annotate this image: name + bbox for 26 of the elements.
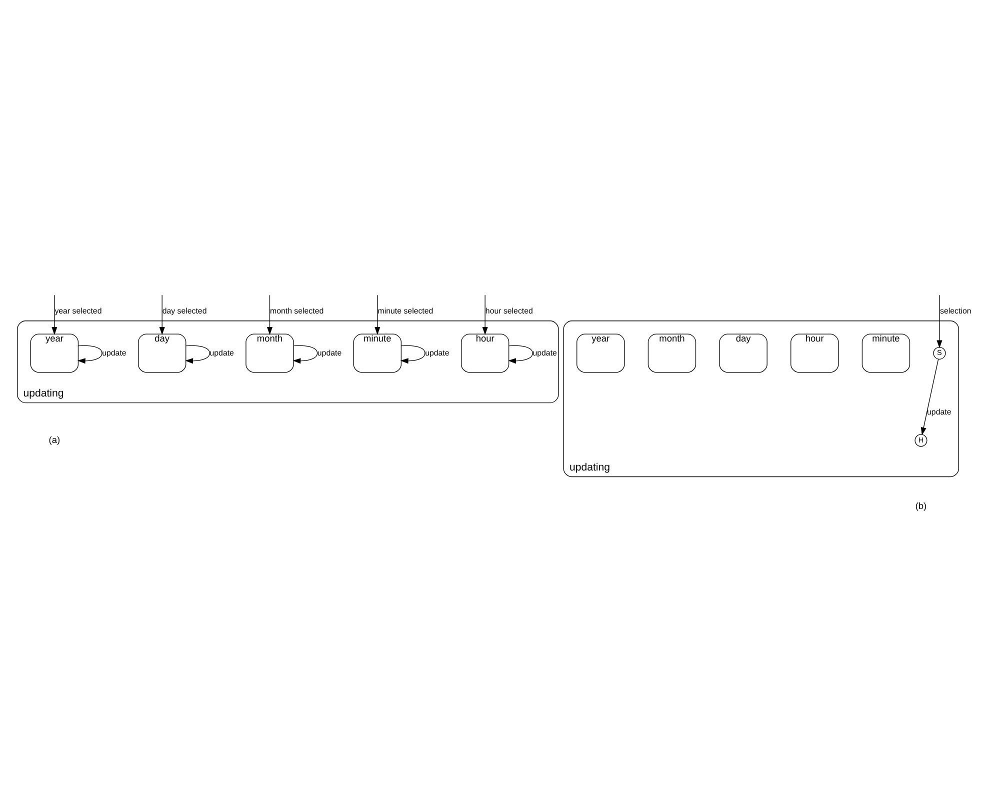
arrow: [77, 344, 102, 364]
arrow: [508, 344, 533, 364]
node-box: minute: [862, 333, 910, 372]
node-box: hour: [790, 333, 839, 372]
label: (b): [915, 500, 927, 510]
arrow: [400, 344, 426, 364]
node-box: month: [648, 333, 696, 372]
node-box: day: [719, 333, 768, 372]
arrow: [292, 344, 318, 364]
arrow: [920, 358, 939, 435]
node-box: year: [30, 333, 79, 372]
label: (a): [48, 434, 60, 444]
node-circle: S: [933, 346, 946, 360]
arrow: [159, 294, 165, 334]
node-circle: H: [914, 434, 928, 446]
node-box: hour: [460, 333, 510, 372]
arrow: [266, 294, 273, 334]
arrow: [936, 294, 942, 348]
arrow: [52, 294, 58, 334]
arrow: [374, 294, 380, 334]
node-box: month: [246, 333, 294, 372]
node-box: year: [576, 333, 625, 372]
node-box: day: [138, 333, 186, 372]
node-box: minute: [353, 333, 402, 372]
arrow: [482, 294, 488, 334]
arrow: [185, 344, 210, 364]
